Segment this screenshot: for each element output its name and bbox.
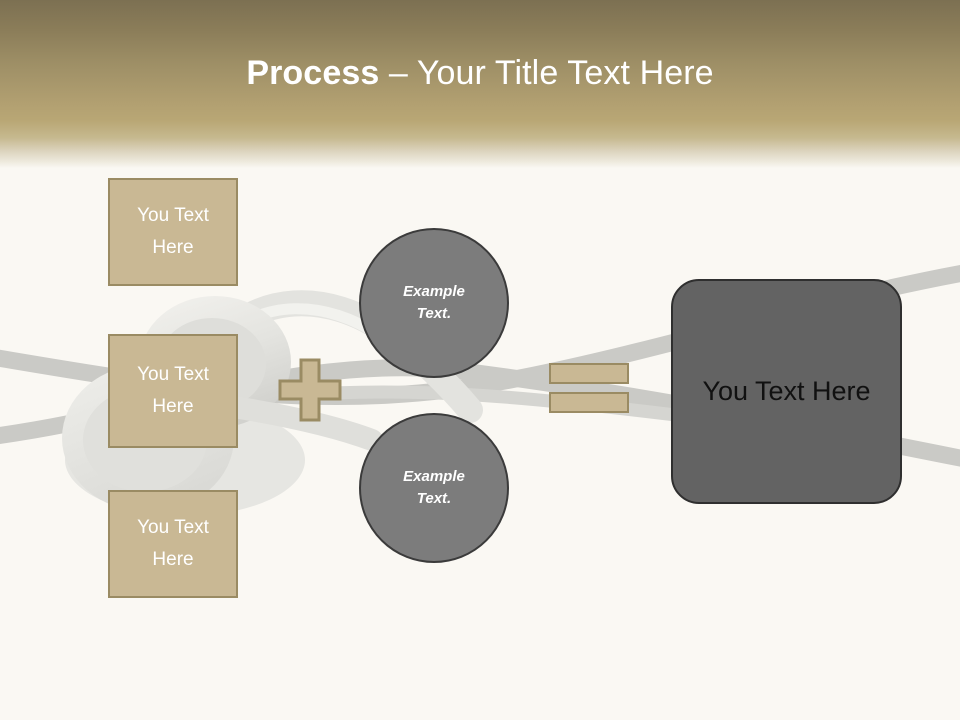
title-rest: – Your Title Text Here: [379, 54, 714, 92]
equals-icon-bar-top: [549, 363, 629, 384]
result-box-label: You Text Here: [702, 376, 871, 406]
title-strong: Process: [246, 54, 380, 92]
circle-2-line-1: Example: [403, 468, 465, 485]
input-box-3-label: You Text Here: [137, 517, 209, 570]
title-banner: [0, 0, 960, 168]
circle-1-line-2: Text.: [416, 305, 452, 322]
cable-short-right: [293, 385, 707, 425]
input-box-2-label: You Text Here: [137, 364, 209, 417]
photo-headband-highlight: [210, 303, 386, 352]
circle-1-line-1: Example: [403, 283, 465, 300]
input-box-2[interactable]: You Text Here: [108, 334, 238, 448]
circle-2-line-2: Text.: [416, 490, 452, 507]
input-box-1[interactable]: You Text Here: [108, 178, 238, 286]
input-box-3[interactable]: You Text Here: [108, 490, 238, 598]
input-box-1-label: You Text Here: [137, 205, 209, 258]
result-box[interactable]: You Text Here: [671, 279, 902, 504]
plus-icon: [278, 358, 342, 422]
page-title: Process – Your Title Text Here: [0, 52, 960, 94]
equals-icon-bar-bottom: [549, 392, 629, 413]
